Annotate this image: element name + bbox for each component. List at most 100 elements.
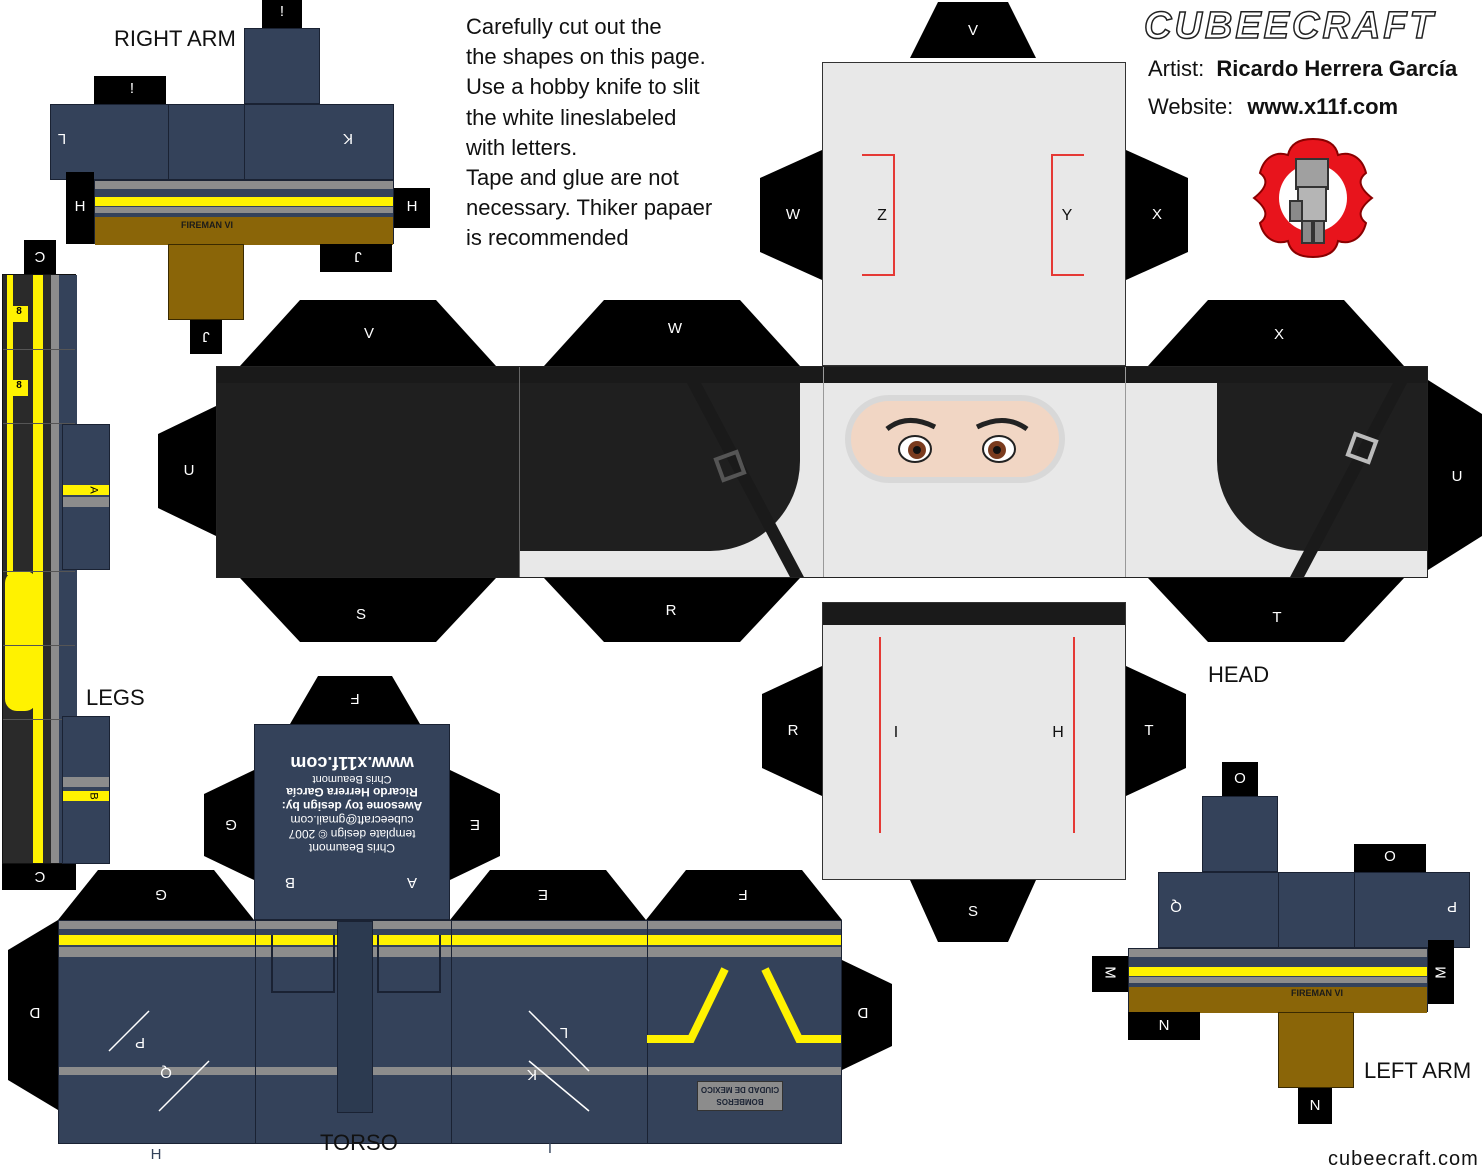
badge-line: CIUDAD DE MEXICO (700, 1085, 780, 1094)
leg-label-b: B (87, 792, 100, 800)
yellow-stripe (63, 791, 109, 801)
face-letter: I (547, 1140, 553, 1157)
gray-stripe (51, 275, 59, 863)
instruction-line: Tape and glue are not (466, 165, 679, 191)
slit-label: I (893, 724, 899, 741)
tab-letter: J (354, 248, 362, 265)
tab-letter: E (470, 816, 481, 833)
band-top-stripe (217, 367, 1427, 383)
gray-stripe (59, 1067, 841, 1075)
chest-pocket (271, 935, 335, 993)
arm-badge: FIREMAN VI (180, 220, 233, 230)
panel-divider (823, 367, 824, 577)
tab-letter: J (202, 328, 210, 345)
tab-g (204, 770, 254, 880)
tab-n (1128, 1012, 1200, 1040)
slit-letter: L (559, 1024, 569, 1041)
tab-letter: O (1384, 848, 1396, 865)
tab-letter: R (787, 722, 799, 739)
badge-line: BOMBEROS (716, 1097, 764, 1106)
slit-h (1073, 637, 1075, 833)
tab-letter: H (74, 198, 86, 215)
panel-divider (1354, 872, 1355, 1012)
tab-c (2, 864, 76, 890)
panel-divider (3, 645, 75, 646)
credit-line: www.x11f.com (290, 753, 414, 773)
panel-divider (3, 349, 75, 350)
face-letter: B (285, 874, 296, 891)
tab-letter: T (1144, 722, 1154, 739)
tab-h (66, 172, 94, 244)
slit-kl (528, 1010, 590, 1112)
face-letter: H (150, 1146, 162, 1163)
artist-label: Artist: (1148, 56, 1205, 81)
tab-letter: D (29, 1004, 41, 1021)
tab-letter: N (1158, 1017, 1170, 1034)
tab-h (394, 188, 430, 228)
yellow-stripe (1129, 967, 1427, 976)
slit-z (862, 154, 895, 276)
tab-g-upper (58, 870, 254, 920)
helmet-side-left (520, 383, 800, 551)
arm-top-face (244, 28, 320, 104)
panel-divider (3, 423, 75, 424)
gray-stripe (59, 947, 841, 957)
tab-m (1092, 956, 1128, 992)
slit-letter: K (527, 1066, 538, 1083)
tab-v-top (910, 2, 1036, 58)
chest-reflective-v (647, 967, 841, 1043)
tab-w-upper (544, 300, 800, 366)
slit-label: Z (877, 207, 887, 224)
tab-bang (262, 0, 302, 28)
tab-v (240, 300, 496, 366)
tab-letter: U (183, 462, 195, 479)
tab-letter: W (785, 206, 801, 223)
gray-stripe (1129, 977, 1427, 983)
eyes (885, 418, 1029, 463)
caption-head: HEAD (1208, 662, 1270, 687)
credit-line: Chris Beaumont (308, 841, 396, 855)
tab-t-lower (1126, 666, 1186, 796)
face-letter: Q (1170, 898, 1182, 915)
tab-d-left (8, 920, 58, 1110)
head-top-face (822, 62, 1126, 366)
panel-divider (647, 921, 648, 1143)
slit-letter: P (135, 1034, 146, 1051)
fire-cross-emblem-icon (1250, 135, 1376, 261)
torso-badge: BOMBEROS CIUDAD DE MEXICO (697, 1081, 783, 1111)
credit-line: Chris Beaumont (312, 773, 392, 785)
logo-text: CUBEECRAFT (1144, 5, 1436, 44)
tab-j (190, 320, 222, 354)
panel-divider (519, 367, 520, 577)
tab-letter: S (355, 606, 366, 623)
slit-i (879, 637, 881, 833)
yellow-stripe (7, 275, 13, 575)
credits-block: Chris Beaumont template design © 2007 cu… (270, 752, 434, 855)
instructions: Carefully cut out the the shapes on this… (466, 12, 766, 254)
face-opening (845, 395, 1065, 483)
tab-letter: N (1309, 1097, 1321, 1114)
slit-label: Y (1061, 207, 1073, 224)
gray-stripe (59, 921, 841, 929)
website-line: Website: www.x11f.com (1148, 94, 1398, 120)
tab-d-right (842, 960, 892, 1070)
chest-pocket (377, 935, 441, 993)
face-letter: L (57, 130, 67, 147)
coat-zipper-flap (337, 921, 373, 1113)
arm-top-face (1202, 796, 1278, 872)
artist-line: Artist: Ricardo Herrera García (1148, 56, 1457, 82)
boot-yellow (5, 571, 37, 711)
tab-letter: S (967, 903, 978, 920)
yellow-stripe (63, 485, 109, 495)
tab-s (240, 578, 496, 642)
instruction-line: necessary. Thiker papaer (466, 195, 713, 221)
tab-s-bottom (910, 880, 1036, 942)
website-url[interactable]: www.x11f.com (1247, 94, 1399, 119)
footer-url[interactable]: cubeecraft.com (1328, 1148, 1479, 1170)
credit-line: Awesome toy design by: (281, 799, 423, 813)
leg-label-a: A (87, 486, 100, 494)
yellow-stripe (95, 197, 393, 206)
tab-o (1354, 844, 1426, 872)
arm-glove (1278, 1012, 1354, 1088)
